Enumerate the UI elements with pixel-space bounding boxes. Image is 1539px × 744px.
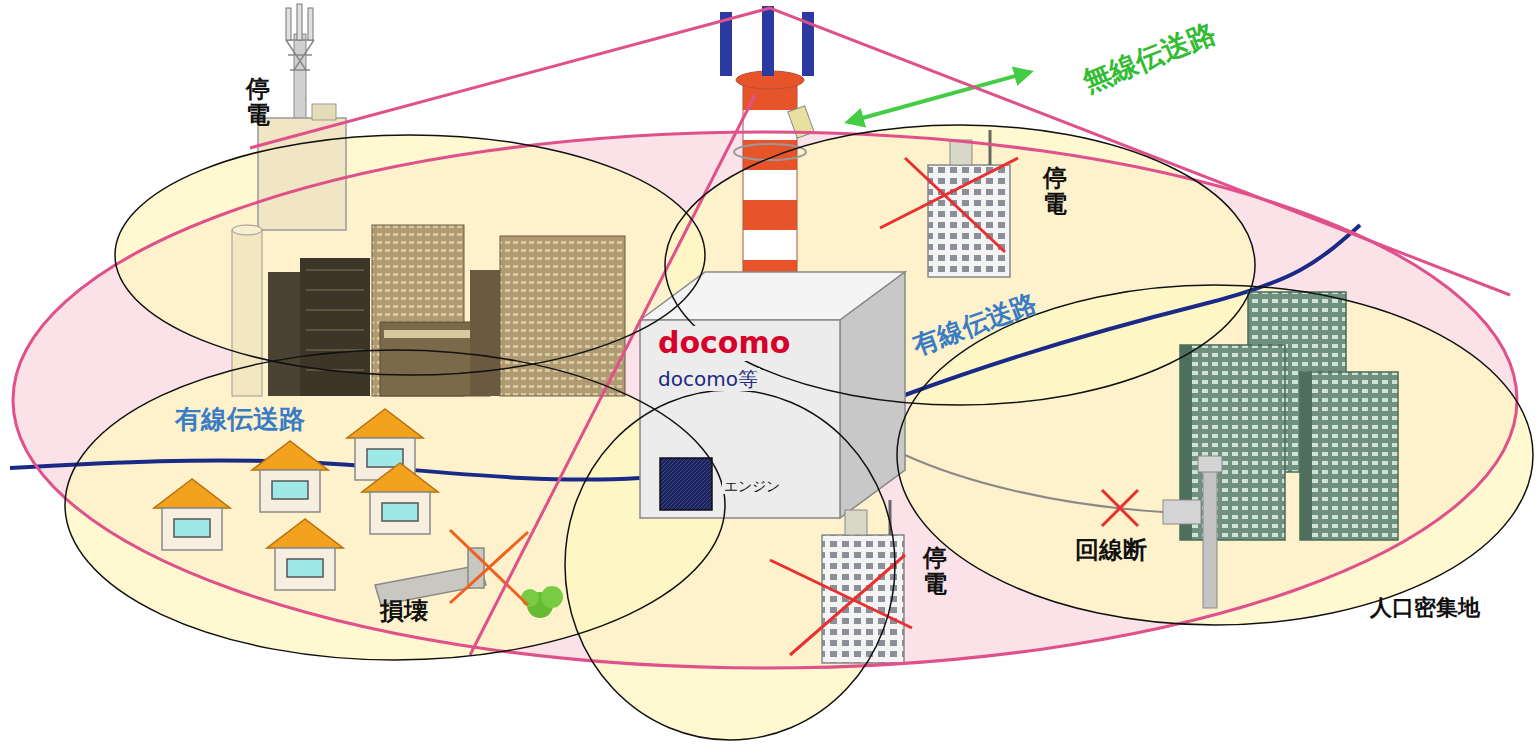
small-tower-part [294, 34, 306, 124]
zone-outline-part [115, 135, 705, 375]
zone-fill [13, 125, 1533, 740]
apartment-blocks-part [1300, 372, 1312, 540]
city-buildings-part [300, 258, 370, 396]
office-building-part [950, 140, 972, 165]
zone-outline-part [565, 390, 895, 740]
route-label: 有線伝送路 [175, 405, 305, 435]
houses-part [362, 463, 438, 534]
houses-part [154, 479, 230, 550]
office-building-part [989, 130, 992, 165]
houses-part [252, 441, 328, 512]
utility-pole [1102, 456, 1222, 608]
utility-pole-part [1163, 500, 1201, 524]
brand-logo: docomo [656, 326, 792, 361]
broken-pole-part [521, 589, 539, 607]
small-tower [258, 4, 346, 230]
outage-label: 停電 [246, 76, 270, 129]
utility-pole-part [1203, 470, 1217, 608]
station-building-part [660, 458, 712, 510]
operator-label: docomo等 [656, 368, 760, 391]
main-tower-part [743, 230, 797, 260]
outage-label: 停電 [1043, 165, 1067, 218]
city-buildings-part [470, 270, 502, 396]
small-tower-part [286, 40, 314, 70]
city-buildings [232, 225, 625, 396]
failure-label: 損壊 [380, 598, 428, 626]
zone-outline-part [250, 8, 1510, 295]
houses [154, 409, 438, 590]
broken-pole-part [541, 586, 563, 608]
small-tower-part [286, 8, 291, 40]
office-building [880, 130, 1018, 277]
engine-label: エンジン [722, 478, 782, 494]
office-building-part [845, 510, 867, 535]
small-tower-part [308, 8, 313, 40]
zone-outline-part [65, 350, 725, 660]
city-buildings-part [232, 225, 262, 235]
route-label: 無線伝送路 [1079, 17, 1221, 99]
apartment-blocks-part [1300, 372, 1398, 540]
broken-pole-part [450, 530, 528, 605]
small-tower-part [312, 104, 336, 120]
small-tower-part [297, 4, 302, 40]
utility-pole-part [1198, 456, 1222, 472]
main-tower-part [762, 6, 774, 76]
houses-part [347, 409, 423, 480]
city-buildings-part [232, 230, 262, 396]
office-building-part [880, 158, 1018, 252]
zone-outline-part [897, 285, 1533, 625]
zone-outline [13, 8, 1533, 740]
outage-label: 停電 [923, 545, 947, 598]
houses-part [267, 519, 343, 590]
zone-outline-part [665, 125, 1255, 405]
area-label: 人口密集地 [1370, 595, 1480, 620]
main-tower-part [743, 200, 797, 230]
station-box: docomo docomo等エンジン [640, 320, 840, 518]
zone-outline-part [13, 132, 1517, 668]
main-tower-part [743, 170, 797, 200]
utility-pole-part [1102, 490, 1138, 526]
failure-label: 回線断 [1075, 537, 1147, 565]
